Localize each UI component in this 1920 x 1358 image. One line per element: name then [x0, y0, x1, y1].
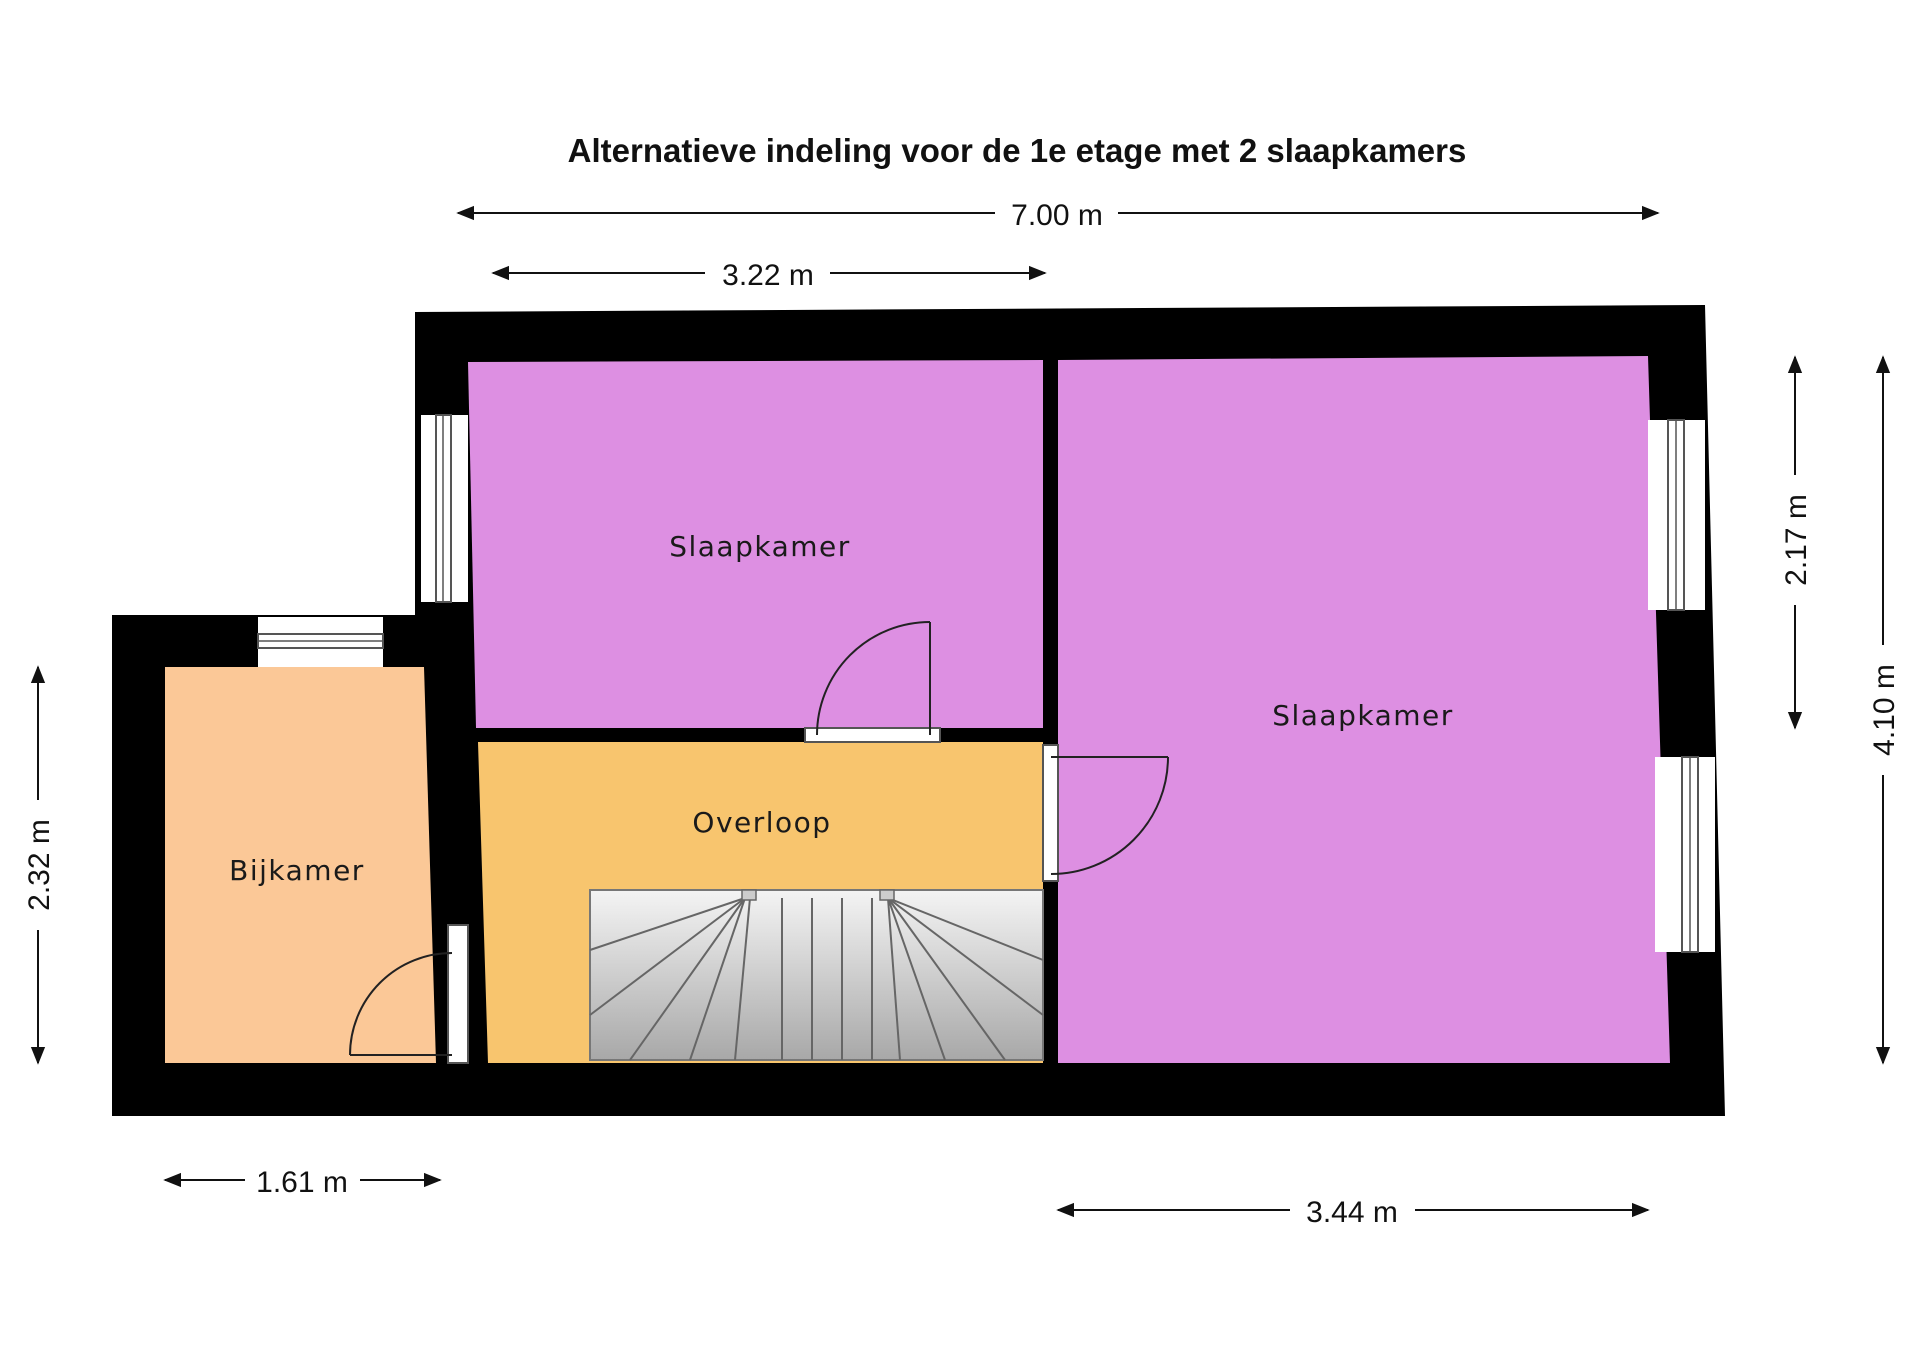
room-bijkamer: [165, 667, 436, 1063]
dimension-bijkamer-width: 1.61 m: [163, 1166, 442, 1199]
svg-text:4.10 m: 4.10 m: [1868, 664, 1901, 756]
room-slaapkamer-1: [468, 360, 1043, 728]
dimension-window-wall-section: 2.17 m: [1780, 355, 1813, 730]
label-bijkamer: Bijkamer: [229, 854, 365, 887]
door-opening-slaapkamer-2: [1042, 744, 1059, 882]
svg-text:3.22 m: 3.22 m: [722, 259, 814, 292]
svg-text:7.00 m: 7.00 m: [1011, 199, 1103, 232]
door-swing-bijkamer: [349, 952, 453, 1056]
staircase: [589, 889, 1044, 1061]
plan-title: Alternatieve indeling voor de 1e etage m…: [568, 132, 1467, 169]
label-slaapkamer-1: Slaapkamer: [669, 530, 851, 563]
window-right-upper: [1648, 419, 1705, 611]
svg-text:3.44 m: 3.44 m: [1306, 1196, 1398, 1229]
svg-text:2.32 m: 2.32 m: [23, 819, 56, 911]
dimension-slaapkamer-1-width: 3.22 m: [491, 259, 1047, 292]
dimension-slaapkamer-2-width: 3.44 m: [1056, 1196, 1650, 1229]
label-slaapkamer-2: Slaapkamer: [1272, 699, 1454, 732]
door-opening-bijkamer: [447, 924, 469, 1064]
door-swing-slaapkamer-2: [1050, 756, 1169, 875]
door-swing-slaapkamer-1: [816, 621, 931, 736]
svg-text:1.61 m: 1.61 m: [256, 1166, 348, 1199]
window-bijkamer-top: [257, 617, 384, 667]
window-right-lower: [1655, 756, 1715, 953]
svg-text:2.17 m: 2.17 m: [1780, 494, 1813, 586]
dimension-bijkamer-depth: 2.32 m: [23, 665, 56, 1065]
dimension-total-depth: 4.10 m: [1868, 355, 1901, 1065]
window-left-upper: [421, 414, 468, 603]
room-slaapkamer-2: [1058, 356, 1670, 1063]
door-opening-slaapkamer-1: [804, 727, 941, 743]
label-overloop: Overloop: [692, 806, 831, 839]
dimension-total-width: 7.00 m: [456, 199, 1660, 232]
